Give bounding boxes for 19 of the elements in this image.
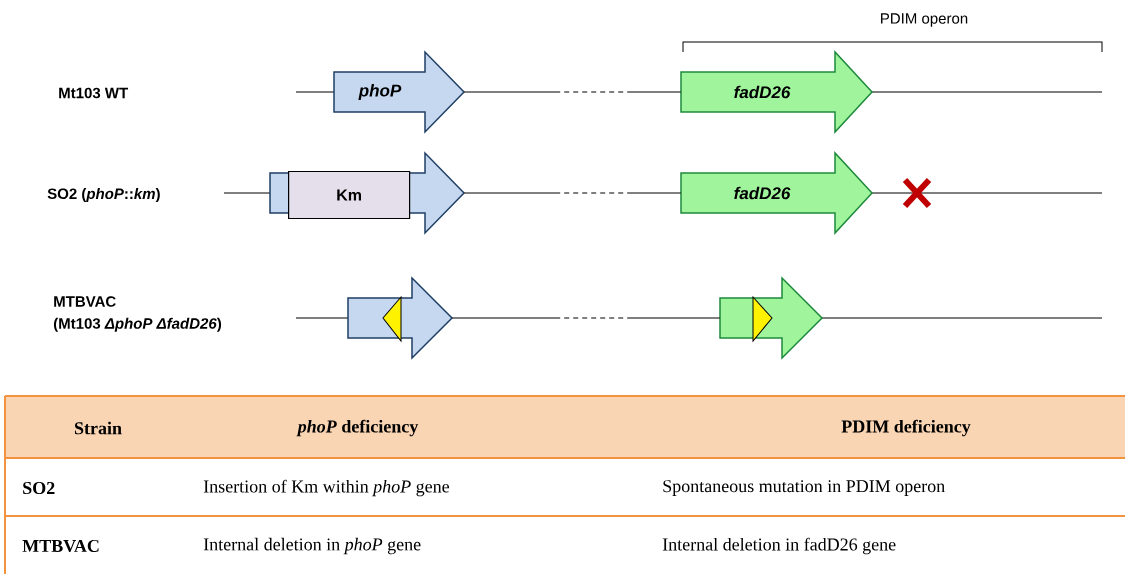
chromosome-line [463, 192, 682, 194]
table-cell: MTBVAC [22, 539, 99, 553]
strain-label: MTBVAC (Mt103 ΔphoP ΔfadD26) [53, 296, 222, 332]
operon-label: PDIM operon [881, 13, 968, 27]
gene-symbol [719, 276, 824, 360]
column-header: phoP deficiency [296, 419, 419, 437]
strain-label: Mt103 WT [59, 87, 129, 99]
table-cell: Spontaneous mutation in PDIM operon [663, 480, 945, 496]
strain-label: SO2 (phoP::km) [47, 188, 160, 202]
chromosome-line [451, 317, 721, 319]
gene-symbol [347, 276, 454, 360]
column-header: PDIM deficiency [841, 419, 971, 437]
table-cell: Internal deletion in phoP gene [203, 537, 421, 555]
table-cell: Internal deletion in fadD26 gene [662, 537, 896, 555]
table-cell: Insertion of Km within phoP gene [203, 479, 450, 497]
table-cell: SO2 [23, 481, 55, 495]
insert-box: Km [288, 170, 411, 220]
column-header: Strain [74, 421, 122, 435]
chromosome-line [463, 91, 682, 93]
